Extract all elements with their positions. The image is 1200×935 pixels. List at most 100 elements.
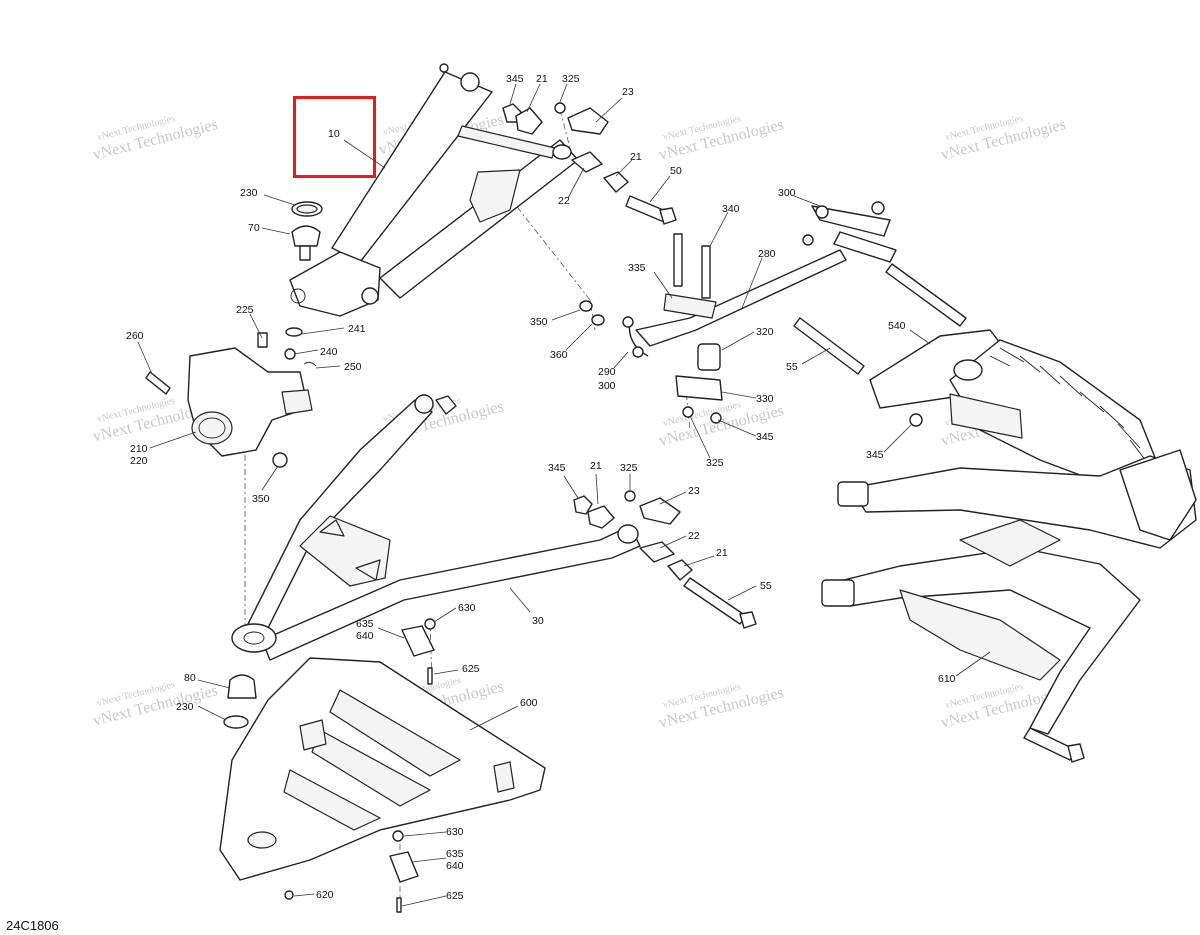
lower-arm-rear-tube	[244, 399, 433, 641]
clip-635b	[389, 851, 419, 883]
lower-arm-bushing-cap	[435, 395, 457, 415]
shock-spring-coils	[989, 347, 1151, 467]
bracket-330	[675, 375, 723, 401]
leader-lines	[137, 83, 991, 907]
callout-30: 30	[532, 615, 544, 627]
shock-reservoir	[949, 393, 1023, 439]
upper-arm-brace	[457, 125, 556, 159]
callout-325: 325	[620, 462, 638, 474]
callouts: 10 230 70 345 21 325 23 21 50 22 300 340…	[126, 73, 956, 902]
callout-21: 21	[630, 151, 642, 163]
assembled-gusset	[959, 519, 1061, 567]
bushing-320	[697, 343, 721, 371]
nut-350a	[579, 300, 593, 312]
assembled-upper-arm	[849, 455, 1197, 549]
screw-625a	[427, 667, 433, 685]
assembled-skid-plate-610	[899, 589, 1061, 681]
link-end-290	[622, 316, 634, 328]
knuckle-steering-arm	[281, 389, 313, 415]
callout-640: 640	[446, 860, 464, 872]
sleeve-22b	[639, 541, 675, 563]
callout-21: 21	[716, 547, 728, 559]
skid-plate	[219, 657, 546, 900]
callout-625: 625	[462, 663, 480, 675]
upper-arm-rear-bushing	[460, 72, 480, 92]
lower-arm-ball-joint-housing	[231, 623, 277, 653]
callout-210: 210	[130, 443, 148, 455]
nut-240	[284, 348, 296, 360]
clip-635a	[401, 625, 435, 657]
callout-70: 70	[248, 222, 260, 234]
callout-345: 345	[756, 431, 774, 443]
callout-350: 350	[530, 316, 548, 328]
bolt-340b	[701, 245, 711, 299]
callout-350: 350	[252, 493, 270, 505]
nut-345c	[909, 413, 923, 427]
callout-80: 80	[184, 672, 196, 684]
upper-arm-lower-bushing	[361, 287, 379, 305]
lower-a-arm	[231, 394, 641, 661]
link-300-end-b	[871, 201, 885, 215]
upper-ball-joint	[291, 201, 323, 261]
callout-540: 540	[888, 320, 906, 332]
bolt-50-head	[659, 207, 677, 225]
bracket-23	[567, 107, 609, 135]
callout-241: 241	[348, 323, 366, 335]
callout-55: 55	[760, 580, 772, 592]
steering-knuckle	[145, 327, 317, 468]
callout-290: 290	[598, 366, 616, 378]
callout-225: 225	[236, 304, 254, 316]
callout-345: 345	[506, 73, 524, 85]
upper-arm-ball-joint-housing	[289, 251, 381, 317]
bolt-55a-shank	[793, 317, 865, 375]
ball-joint-70-stud	[299, 245, 311, 261]
shock-top-eye	[953, 359, 983, 381]
link-end-300	[632, 346, 644, 358]
bushing-21b	[603, 171, 629, 193]
callout-625: 625	[446, 890, 464, 902]
callout-21: 21	[590, 460, 602, 472]
lower-arm-front-tube	[261, 525, 641, 661]
callout-630: 630	[446, 826, 464, 838]
lower-arm-gusset-cutout-2	[319, 519, 345, 537]
lower-ball-joint	[223, 674, 257, 729]
nut-345d	[573, 495, 593, 515]
callout-220: 220	[130, 455, 148, 467]
bolt-55a	[793, 263, 967, 375]
assembled-bolt	[1023, 727, 1077, 761]
callout-325: 325	[562, 73, 580, 85]
ring-230b	[223, 715, 249, 729]
shock-absorber	[869, 329, 1161, 491]
callout-635: 635	[446, 848, 464, 860]
bracket-23b	[639, 497, 681, 525]
lower-arm-rear-bushing	[414, 394, 434, 414]
callout-630: 630	[458, 602, 476, 614]
callout-600: 600	[520, 697, 538, 709]
stabilizer-link	[802, 201, 897, 263]
washer-360	[591, 314, 605, 326]
nut-620	[284, 890, 294, 900]
callout-21: 21	[536, 73, 548, 85]
skid-mount-left	[299, 719, 327, 751]
upper-a-arm	[289, 63, 579, 317]
lower-arm-gusset-cutout	[355, 559, 381, 581]
callout-620: 620	[316, 889, 334, 901]
callout-260: 260	[126, 330, 144, 342]
callout-300: 300	[778, 187, 796, 199]
callout-335: 335	[628, 262, 646, 274]
bolt-340a	[673, 233, 683, 287]
lower-arm-bore	[243, 631, 265, 645]
callout-230: 230	[240, 187, 258, 199]
nut-630b	[392, 830, 404, 842]
assembled-view	[821, 449, 1197, 763]
cotter-pin-250	[303, 361, 317, 367]
skid-mount-right	[493, 761, 515, 793]
bolt-55c-shank	[885, 263, 967, 327]
bushing-21c	[587, 505, 615, 529]
grease-fitting-325	[554, 102, 566, 114]
callout-340: 340	[722, 203, 740, 215]
callout-330: 330	[756, 393, 774, 405]
lower-bushing-hardware	[573, 490, 757, 629]
callout-10: 10	[328, 128, 340, 140]
